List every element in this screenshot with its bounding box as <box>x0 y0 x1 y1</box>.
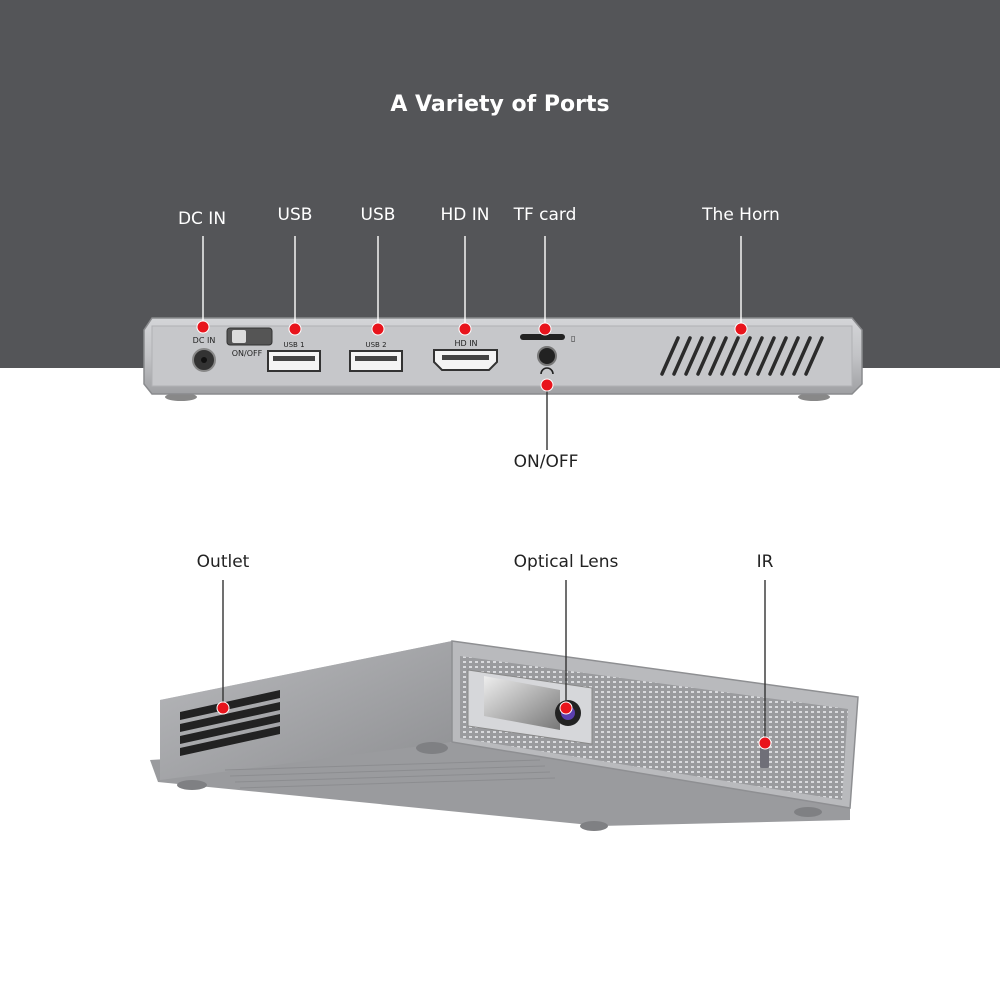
callout-the-horn: The Horn <box>702 205 780 225</box>
foot-left <box>165 393 197 401</box>
underside-vents <box>224 759 556 789</box>
dc-in-pin <box>201 357 207 363</box>
callout-hd-in: HD IN <box>440 205 490 225</box>
hdmi-pins <box>442 355 489 360</box>
usb2-print: USB 2 <box>365 341 386 349</box>
front-leader-lines <box>222 580 766 743</box>
outlet-vent <box>180 690 280 756</box>
headphone-icon <box>540 367 554 375</box>
callout-ir: IR <box>756 552 774 572</box>
front-markers <box>216 701 772 750</box>
speaker-grille <box>660 336 824 376</box>
marker-tf-card <box>538 322 552 336</box>
marker-on-off <box>540 378 554 392</box>
usb1-print: USB 1 <box>283 341 304 349</box>
callout-outlet: Outlet <box>196 552 250 572</box>
tf-card-glyph-icon: ▯ <box>571 334 575 343</box>
front-view <box>150 640 859 831</box>
rear-panel: DC IN ON/OFF USB 1 USB 2 HD IN ▯ <box>143 317 863 401</box>
power-switch-knob <box>232 330 246 343</box>
usb1-tongue <box>273 356 315 361</box>
usb2-tongue <box>355 356 397 361</box>
callout-tf-card: TF card <box>513 205 577 225</box>
marker-optical-lens <box>559 701 573 715</box>
callout-optical-lens: Optical Lens <box>513 552 619 572</box>
left-side-panel <box>160 641 452 780</box>
marker-the-horn <box>734 322 748 336</box>
dc-in-print: DC IN <box>193 336 216 345</box>
lens-cover <box>484 676 560 730</box>
dark-header-band <box>0 0 1000 368</box>
tf-card-slot <box>520 334 565 340</box>
rear-markers <box>196 320 748 392</box>
rear-leader-lines <box>202 236 742 327</box>
foot-front-right <box>794 807 822 817</box>
callout-on-off: ON/OFF <box>513 452 579 472</box>
hdmi-print: HD IN <box>454 339 477 348</box>
foot-front-middle <box>416 742 448 754</box>
page-headline: A Variety of Ports <box>390 92 610 117</box>
marker-ir <box>758 736 772 750</box>
marker-usb-1 <box>288 322 302 336</box>
marker-usb-2 <box>371 322 385 336</box>
foot-front-center <box>580 821 608 831</box>
marker-outlet <box>216 701 230 715</box>
callout-usb-1: USB <box>277 205 313 225</box>
foot-front-left <box>177 780 207 790</box>
foot-right <box>798 393 830 401</box>
marker-dc-in <box>196 320 210 334</box>
marker-hd-in <box>458 322 472 336</box>
audio-jack <box>537 346 557 366</box>
callout-dc-in: DC IN <box>177 209 227 229</box>
callout-usb-2: USB <box>360 205 396 225</box>
switch-print: ON/OFF <box>232 349 263 358</box>
bottom-plate <box>150 742 850 826</box>
ir-window <box>760 746 769 768</box>
